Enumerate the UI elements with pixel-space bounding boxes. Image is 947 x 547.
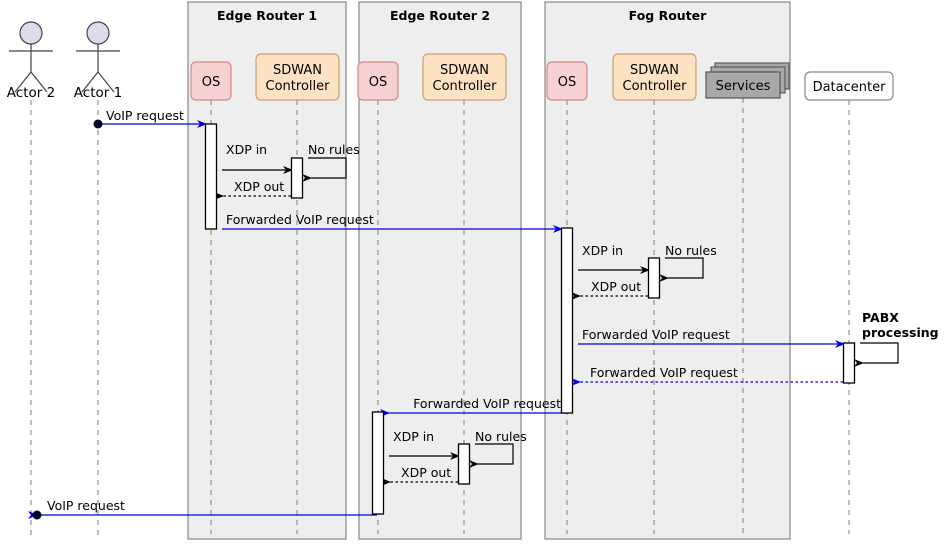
messages bbox=[28, 119, 899, 520]
message-label: Forwarded VoIP request bbox=[582, 327, 730, 342]
message-label: VoIP request bbox=[106, 108, 184, 123]
participant-box[interactable] bbox=[357, 61, 399, 101]
msg-voip-request-in bbox=[93, 119, 207, 129]
message-label: No rules bbox=[308, 142, 360, 157]
message-label: Forwarded VoIP request bbox=[226, 212, 374, 227]
self-message-path bbox=[302, 157, 347, 182]
act-fog-sdwan bbox=[647, 257, 661, 299]
participant-datacenter[interactable]: Datacenter bbox=[804, 71, 894, 101]
msg-no-rules-er1 bbox=[302, 157, 347, 182]
actors: Actor 2 Actor 1 bbox=[7, 21, 122, 101]
act-er2-os bbox=[371, 411, 385, 515]
message-label: XDP out bbox=[591, 279, 641, 294]
actor-leg-left bbox=[14, 71, 32, 93]
act-fog-os bbox=[560, 227, 574, 414]
act-datacenter bbox=[842, 342, 856, 384]
actor-head-icon bbox=[19, 21, 43, 45]
self-message-path bbox=[469, 443, 514, 468]
participant-label: OS bbox=[558, 75, 576, 90]
actor-leg-left bbox=[81, 71, 99, 93]
actor-actor-2: Actor 2 bbox=[7, 21, 55, 101]
actor-label: Actor 1 bbox=[74, 85, 122, 101]
msg-no-rules-fog bbox=[659, 257, 704, 282]
message-label: Forwarded VoIP request bbox=[590, 365, 738, 380]
participant-label: Datacenter bbox=[813, 80, 887, 95]
participant-box[interactable] bbox=[255, 53, 340, 101]
participant-fog-os[interactable]: OS bbox=[546, 61, 588, 101]
msg-voip-request-out bbox=[28, 510, 377, 520]
group-title: Edge Router 2 bbox=[390, 8, 490, 23]
message-start-dot bbox=[93, 119, 103, 129]
actor-label: Actor 2 bbox=[7, 85, 55, 101]
participant-label: OS bbox=[369, 75, 387, 90]
participant-label: OS bbox=[202, 75, 220, 90]
group-title: Fog Router bbox=[629, 8, 707, 23]
participant-box[interactable] bbox=[705, 71, 781, 99]
message-label: XDP in bbox=[393, 429, 434, 444]
activation-bars bbox=[204, 123, 856, 515]
act-er1-os bbox=[204, 123, 218, 230]
actor-head-icon bbox=[86, 21, 110, 45]
message-label: XDP in bbox=[226, 142, 267, 157]
message-label: No rules bbox=[665, 243, 717, 258]
msg-no-rules-er2 bbox=[469, 443, 514, 468]
participant-er2-os[interactable]: OS bbox=[357, 61, 399, 101]
message-label: XDP out bbox=[234, 179, 284, 194]
message-label: Forwarded VoIP request bbox=[413, 396, 561, 411]
message-end-dot bbox=[32, 510, 42, 520]
participant-box[interactable] bbox=[612, 53, 697, 101]
act-er1-sdwan bbox=[290, 157, 304, 199]
message-label: VoIP request bbox=[47, 498, 125, 513]
actor-actor-1: Actor 1 bbox=[74, 21, 122, 101]
participant-fog-services[interactable]: Services bbox=[705, 62, 790, 99]
self-message-path bbox=[659, 257, 704, 282]
message-label: XDP out bbox=[401, 465, 451, 480]
participant-box[interactable] bbox=[190, 61, 232, 101]
self-message-path bbox=[854, 342, 899, 367]
message-label: XDP in bbox=[582, 243, 623, 258]
participant-box[interactable] bbox=[422, 53, 507, 101]
participant-label: Services bbox=[716, 79, 771, 94]
act-er2-sdwan bbox=[457, 443, 471, 485]
group-title: Edge Router 1 bbox=[217, 8, 317, 23]
participant-box[interactable] bbox=[546, 61, 588, 101]
actor-leg-right bbox=[97, 71, 115, 93]
participant-box[interactable] bbox=[804, 71, 894, 101]
message-label: No rules bbox=[475, 429, 527, 444]
msg-pabx-processing bbox=[854, 342, 899, 367]
actor-leg-right bbox=[30, 71, 48, 93]
participant-er1-os[interactable]: OS bbox=[190, 61, 232, 101]
